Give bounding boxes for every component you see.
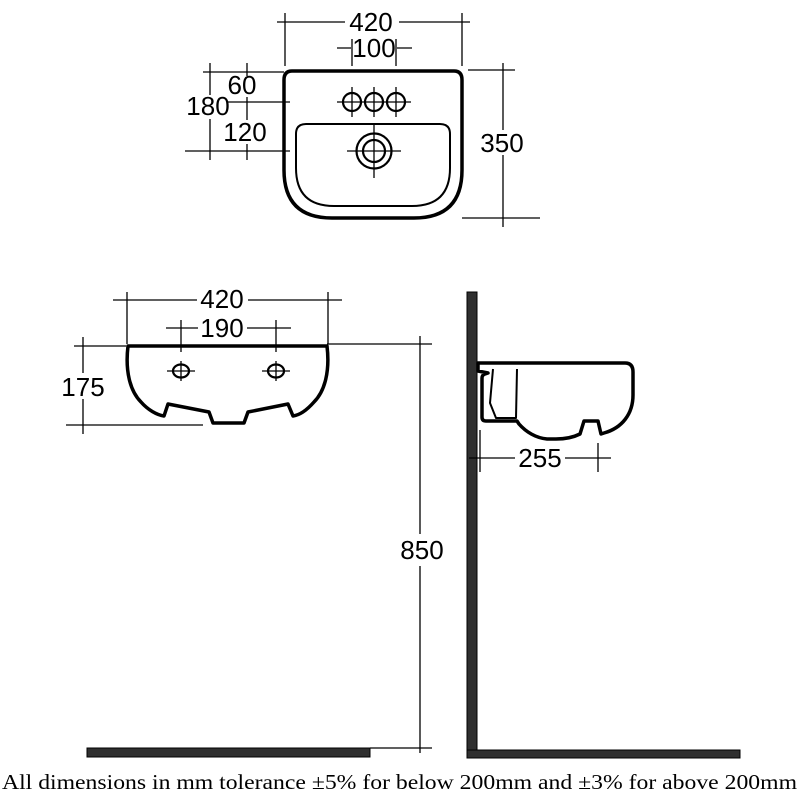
dim-lines — [66, 337, 203, 434]
dim-label-plan-width: 420 — [349, 7, 392, 37]
dim-front-height: 175 — [61, 337, 203, 434]
tap-holes — [337, 87, 411, 117]
dim-lines — [166, 320, 291, 352]
extension-lines — [185, 71, 290, 152]
dim-label-projection: 255 — [518, 443, 561, 473]
dim-lines — [337, 39, 412, 66]
dim-lines — [469, 430, 611, 472]
dim-plan-width: 420 — [277, 7, 470, 66]
dim-label-front-width: 420 — [200, 284, 243, 314]
front-view: 420 190 175 — [61, 284, 342, 434]
dim-lines — [277, 13, 470, 66]
fixing-holes — [167, 361, 290, 381]
plan-view: 420 100 60 180 120 350 — [185, 7, 540, 227]
tap-hole-crosshairs — [337, 87, 411, 117]
tolerance-note: All dimensions in mm tolerance ±5% for b… — [2, 770, 797, 794]
waste-crosshairs — [347, 124, 401, 178]
dim-label-front-height: 175 — [61, 372, 104, 402]
wall-section — [466, 291, 478, 759]
waste-outlet — [347, 124, 401, 178]
dim-front-fixing-centres: 190 — [166, 313, 291, 352]
dim-lines — [327, 336, 432, 753]
dim-side-projection: 255 — [469, 430, 611, 473]
dim-label-floor-to-rim: 850 — [400, 535, 443, 565]
plan-inner-bowl — [295, 123, 451, 207]
floor-section-right — [466, 749, 741, 759]
floor-section-left — [86, 747, 371, 758]
dim-plan-taphole-centres: 100 — [337, 33, 412, 66]
dim-label-rim-to-waste: 180 — [186, 91, 229, 121]
dim-lines — [462, 63, 540, 227]
dim-floor-to-rim: 850 — [327, 336, 444, 753]
front-outline — [125, 344, 330, 425]
dim-plan-depth: 350 — [462, 63, 540, 227]
fixing-hole-crosshairs — [167, 361, 290, 381]
dim-label-tapholes-to-waste: 120 — [223, 117, 266, 147]
dim-label-rim-to-tapholes: 60 — [228, 70, 257, 100]
side-view: 255 850 — [86, 291, 741, 759]
dim-label-fixing-centres: 190 — [200, 313, 243, 343]
dim-plan-left-group: 60 180 120 — [185, 63, 290, 160]
dim-front-width: 420 — [113, 284, 342, 344]
dim-lines — [113, 292, 342, 344]
dim-label-taphole-centres: 100 — [352, 33, 395, 63]
dim-label-plan-depth: 350 — [480, 128, 523, 158]
side-bowl-section — [489, 368, 518, 419]
